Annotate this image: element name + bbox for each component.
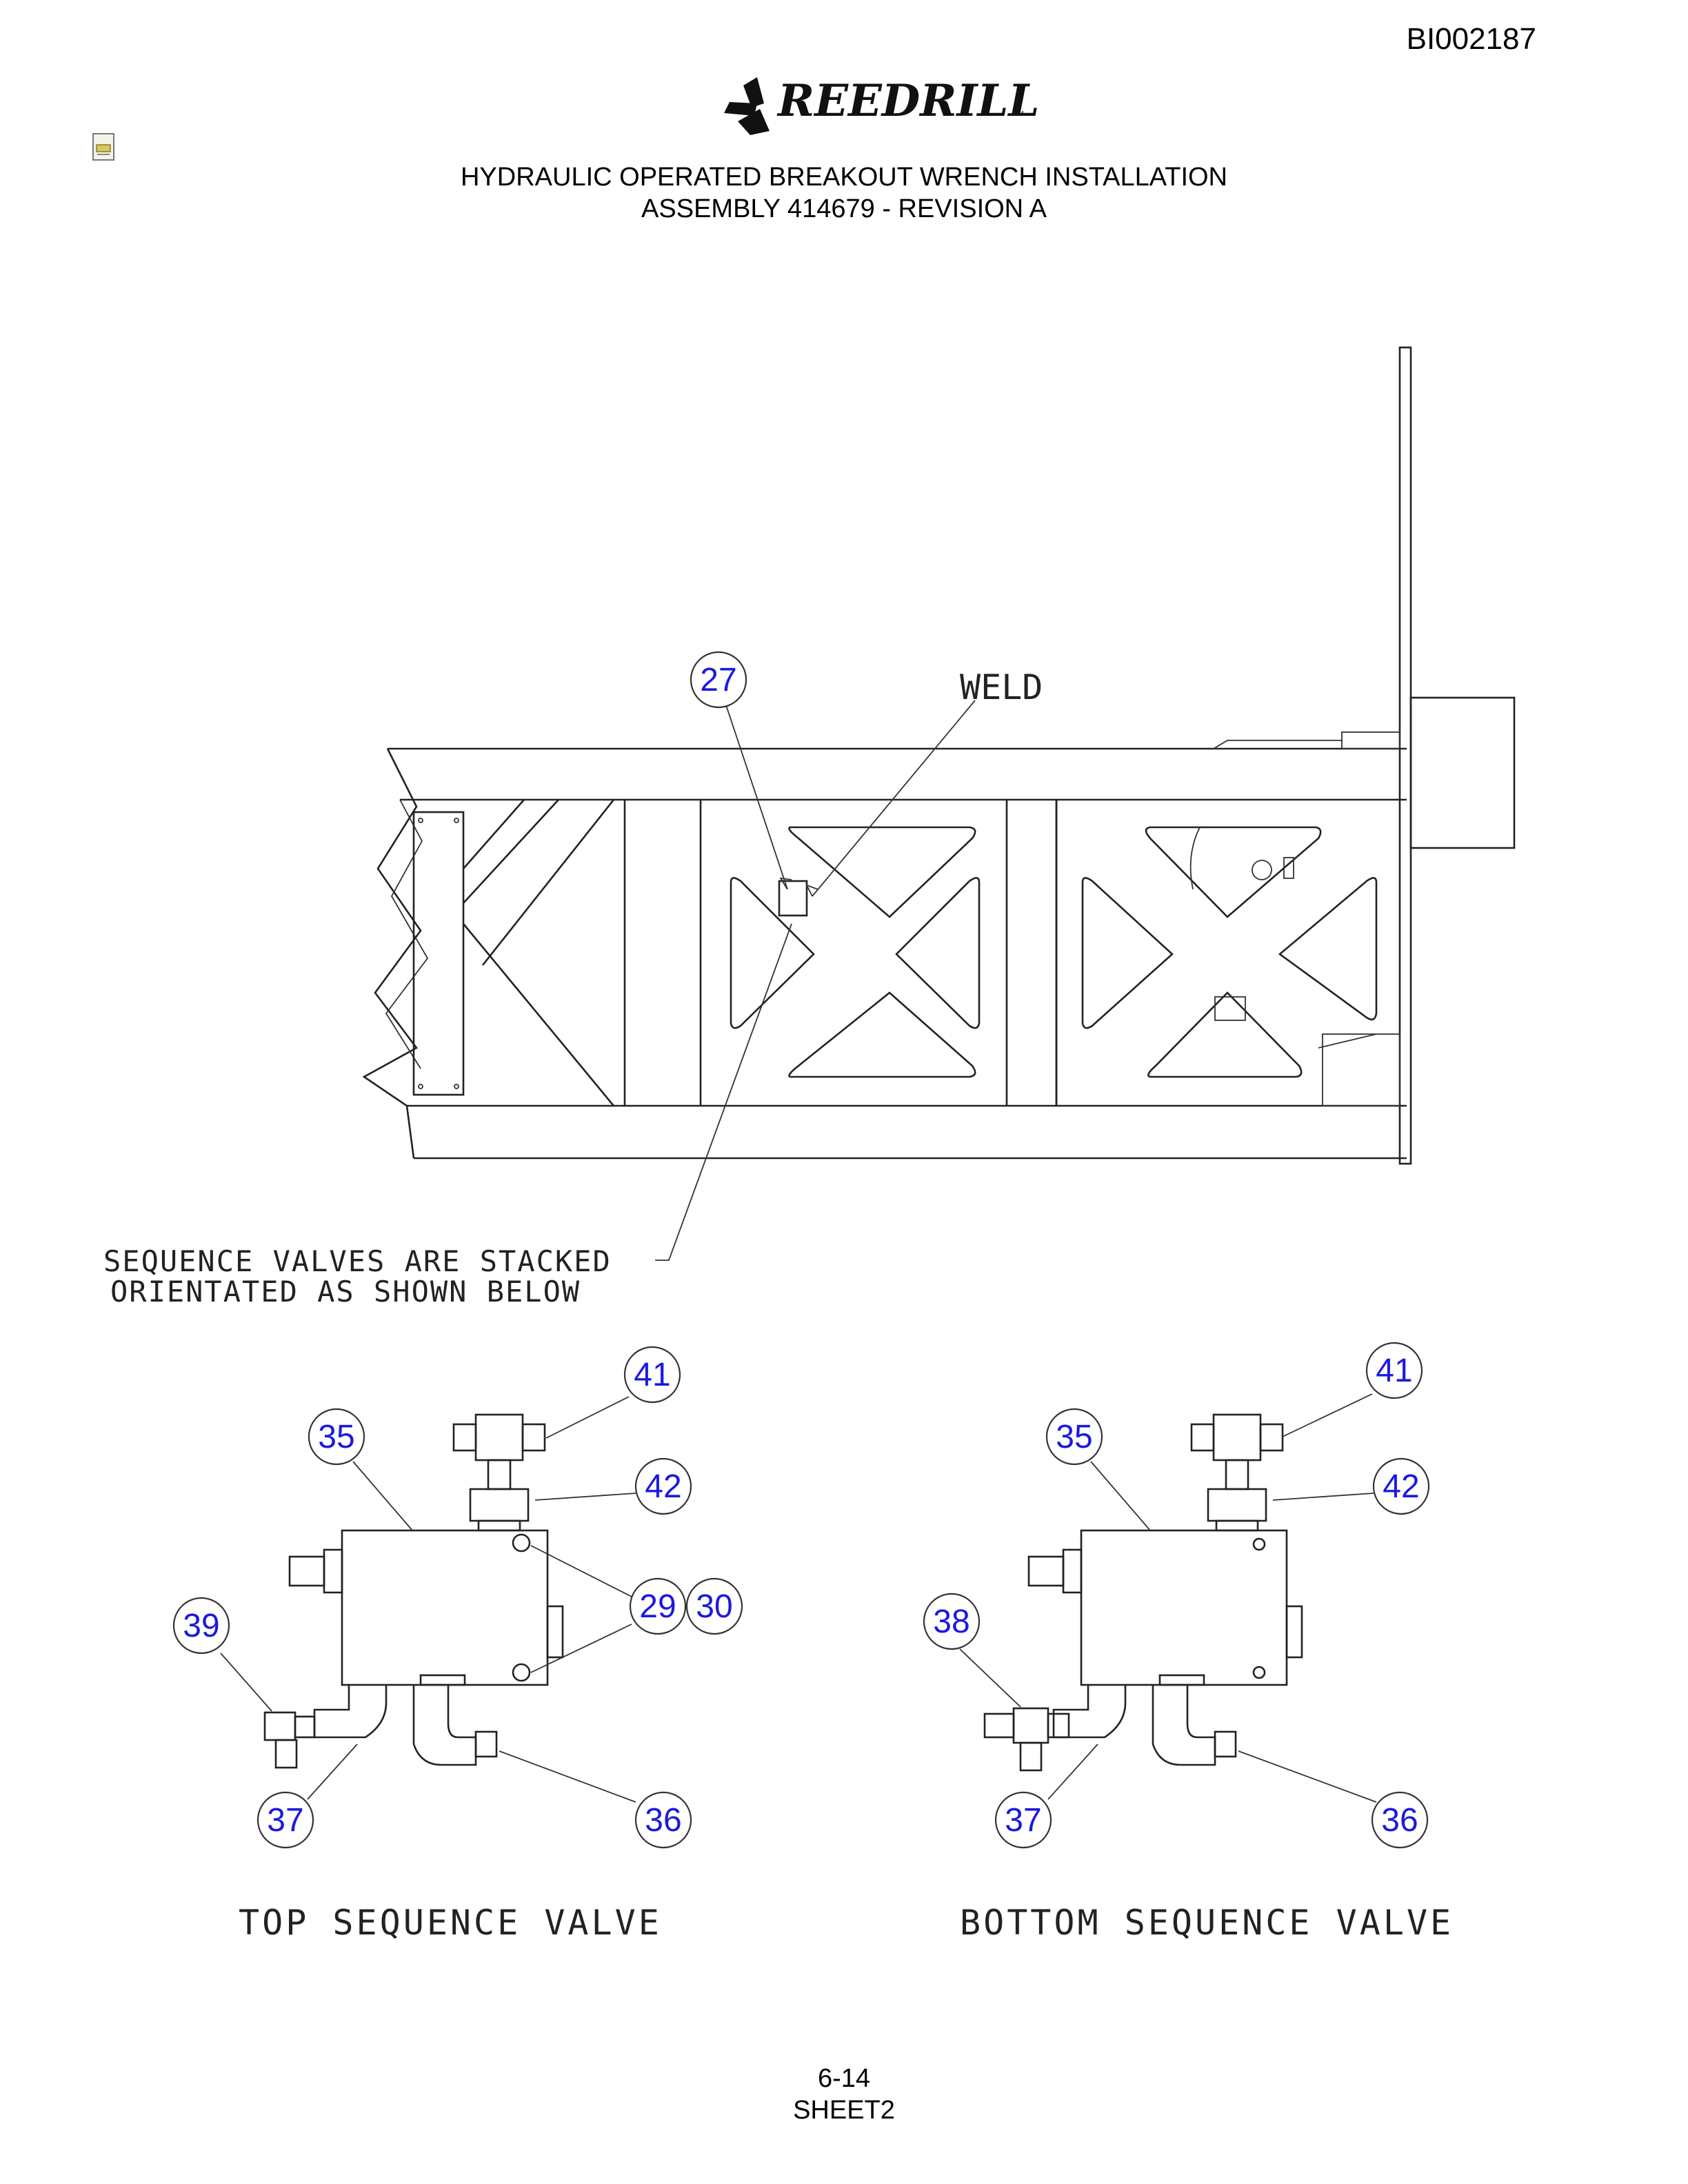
svg-text:37: 37: [1005, 1802, 1041, 1839]
title-block: HYDRAULIC OPERATED BREAKOUT WRENCH INSTA…: [0, 161, 1688, 225]
top-sequence-valve: [263, 1413, 564, 1769]
svg-text:36: 36: [645, 1802, 681, 1839]
sheet-label: SHEET2: [793, 2096, 895, 2125]
mast-frame-elevation: [362, 346, 1516, 1165]
balloon-top-35: 35: [308, 1408, 365, 1466]
balloon-top-29: 29: [629, 1577, 687, 1635]
balloon-bottom-42: 42: [1372, 1457, 1430, 1515]
balloon-top-37: 37: [257, 1791, 314, 1849]
bottom-sequence-valve: [983, 1413, 1303, 1772]
svg-text:42: 42: [645, 1468, 681, 1505]
svg-text:41: 41: [634, 1357, 670, 1393]
svg-text:38: 38: [933, 1604, 969, 1640]
svg-text:29: 29: [639, 1588, 676, 1625]
svg-text:35: 35: [318, 1419, 354, 1455]
balloon-top-41: 41: [623, 1346, 681, 1404]
balloon-bottom-37: 37: [994, 1791, 1052, 1849]
bottom-valve-leaders: [959, 1393, 1377, 1803]
balloon-bottom-35: 35: [1045, 1408, 1103, 1466]
balloon-top-42: 42: [634, 1457, 692, 1515]
note-line-2: ORIENTATED AS SHOWN BELOW: [110, 1275, 581, 1308]
bottom-valve-caption: BOTTOM SEQUENCE VALVE: [960, 1903, 1454, 1943]
balloon-27: 27: [690, 651, 747, 709]
title-line-2: ASSEMBLY 414679 - REVISION A: [641, 194, 1047, 223]
balloon-top-30: 30: [685, 1577, 743, 1635]
attachment-file-icon[interactable]: [91, 132, 119, 161]
weld-label: WELD: [960, 667, 1043, 707]
title-line-1: HYDRAULIC OPERATED BREAKOUT WRENCH INSTA…: [460, 163, 1228, 192]
page-number: 6-14: [817, 2064, 871, 2093]
svg-text:37: 37: [267, 1802, 303, 1839]
reedrill-logo: REEDRILL TM: [724, 75, 1039, 135]
balloon-top-36: 36: [634, 1791, 692, 1849]
balloon-top-39: 39: [172, 1597, 230, 1655]
brand-trademark: TM: [1014, 110, 1023, 118]
balloon-bottom-36: 36: [1371, 1791, 1429, 1849]
note-line-1: SEQUENCE VALVES ARE STACKED: [103, 1244, 612, 1278]
top-valve-leaders: [220, 1396, 636, 1803]
svg-text:35: 35: [1056, 1419, 1092, 1455]
top-valve-caption: TOP SEQUENCE VALVE: [239, 1903, 662, 1943]
brand-name: REEDRILL: [776, 75, 1039, 127]
document-id: BI002187: [1406, 22, 1536, 56]
svg-text:39: 39: [183, 1608, 219, 1644]
svg-text:30: 30: [696, 1588, 732, 1625]
balloon-bottom-41: 41: [1365, 1342, 1423, 1399]
svg-text:36: 36: [1381, 1802, 1418, 1839]
svg-text:27: 27: [700, 662, 736, 698]
leader-sequence-note: [655, 923, 792, 1261]
weld-callout: WELD: [805, 667, 1043, 897]
balloon-bottom-38: 38: [923, 1593, 981, 1650]
page-footer: 6-14 SHEET2: [0, 2063, 1688, 2126]
svg-text:42: 42: [1383, 1468, 1419, 1505]
leader-27: [725, 702, 788, 890]
svg-text:41: 41: [1376, 1353, 1412, 1389]
